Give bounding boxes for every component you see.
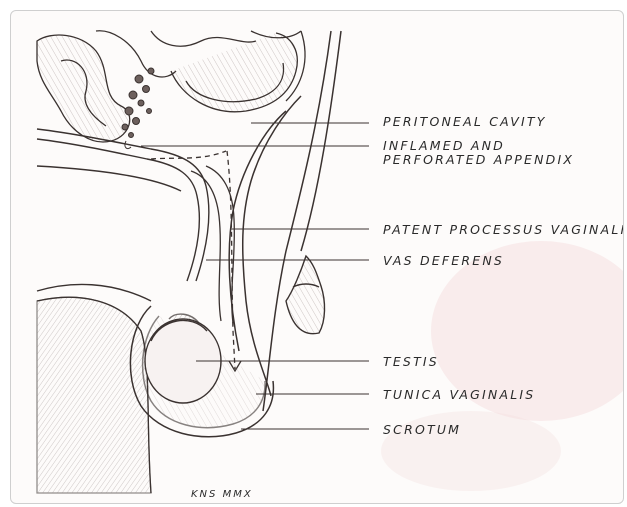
label-appendix-line2: PERFORATED APPENDIX — [383, 153, 574, 167]
bowel-loops — [37, 31, 305, 142]
diagram-frame: PERITONEAL CAVITY INFLAMED AND PERFORATE… — [10, 10, 624, 504]
penis-shape — [286, 256, 325, 334]
label-vas-deferens: VAS DEFERENS — [383, 254, 504, 268]
label-appendix-line1: INFLAMED AND — [383, 139, 505, 153]
label-peritoneal-cavity: PERITONEAL CAVITY — [383, 115, 547, 129]
thigh-shape — [37, 297, 151, 493]
anatomy-illustration — [11, 11, 623, 503]
artist-signature: KNS MMX — [191, 489, 253, 500]
label-testis: TESTIS — [383, 355, 439, 369]
label-scrotum: SCROTUM — [383, 423, 461, 437]
appendix-cluster — [122, 68, 154, 149]
label-processus-vaginalis: PATENT PROCESSUS VAGINALIS — [383, 223, 624, 237]
peritoneum-outline — [37, 129, 209, 301]
label-tunica-vaginalis: TUNICA VAGINALIS — [383, 388, 535, 402]
